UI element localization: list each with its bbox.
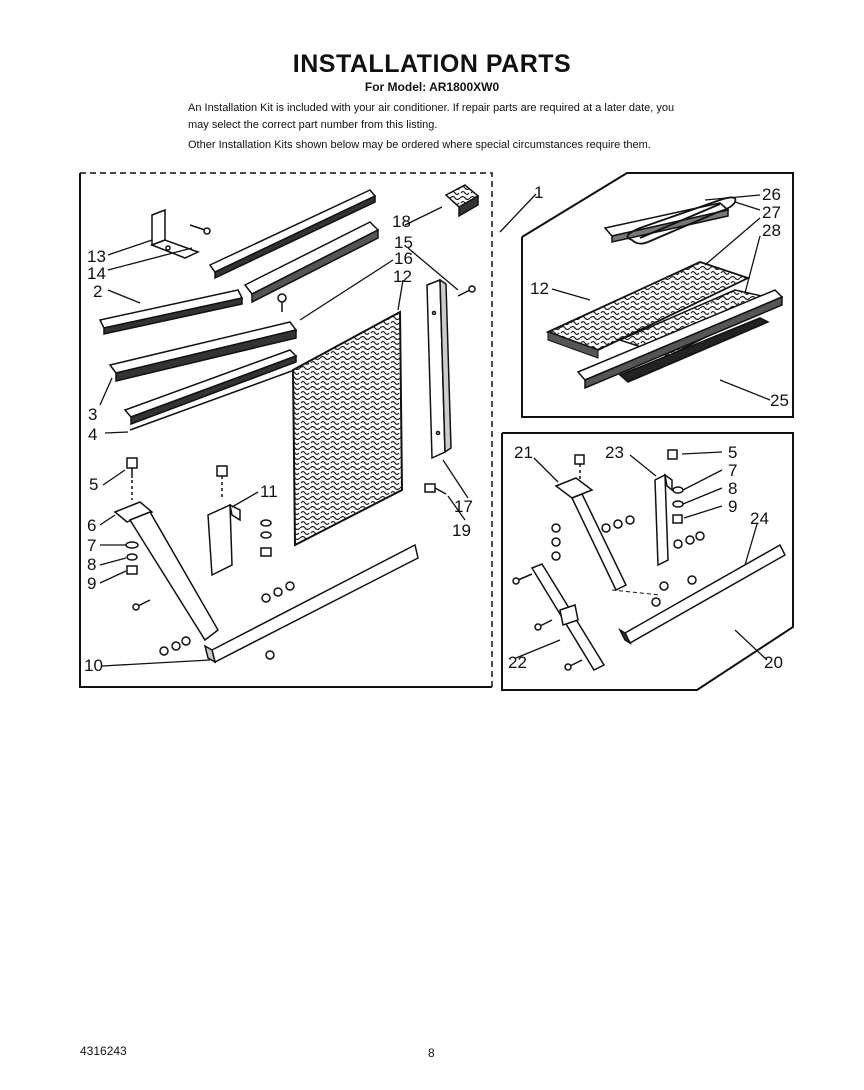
- page-number: 8: [428, 1046, 435, 1060]
- parts-7-8-9-hardware: [125, 541, 139, 575]
- screws-arm: [132, 599, 191, 656]
- bottom-right-labels: 21 23 5 7 8 9 24 22 20: [508, 443, 783, 672]
- part-13-bracket: [149, 208, 200, 259]
- part-4-rail: [123, 349, 298, 426]
- top-right-labels: 26 27 28 12 25: [530, 185, 789, 410]
- label-25: 25: [770, 391, 789, 410]
- part-21-bracket: [554, 454, 627, 592]
- bottom-right-leaders: [515, 451, 768, 661]
- label-9-right: 9: [728, 497, 737, 516]
- part-19-screw: [424, 483, 447, 495]
- part-16-channel: [243, 221, 380, 304]
- part-5-bolt: [126, 457, 138, 500]
- label-8-right: 8: [728, 479, 737, 498]
- screw-small: [277, 293, 287, 312]
- label-18: 18: [392, 212, 411, 231]
- main-labels: 13 14 2 3 4 5 6 7 8 9 10 11 12 15 16 17 …: [84, 212, 473, 675]
- label-6: 6: [87, 516, 96, 535]
- label-13: 13: [87, 247, 106, 266]
- label-22: 22: [508, 653, 527, 672]
- part-6-support-arm: [113, 501, 219, 642]
- label-14: 14: [87, 264, 106, 283]
- part-11-bracket: [207, 465, 295, 603]
- top-right-kit-frame: [521, 172, 794, 418]
- label-11: 11: [260, 482, 278, 501]
- label-27: 27: [762, 203, 781, 222]
- label-19: 19: [452, 521, 471, 540]
- label-1: 1: [534, 183, 543, 202]
- part-top-long-rail: [208, 189, 377, 280]
- label-4: 4: [88, 425, 97, 444]
- bottom-hardware: [512, 515, 697, 671]
- part-2-rail: [98, 289, 244, 335]
- label-3: 3: [88, 405, 97, 424]
- top-right-leaders: [551, 194, 771, 401]
- part-22-bracket: [530, 563, 606, 671]
- intro-paragraph-1: An Installation Kit is included with you…: [188, 102, 675, 131]
- part-4-rail-lower: [129, 367, 301, 431]
- label-16: 16: [394, 249, 413, 268]
- dashed-assembly-line: [611, 589, 661, 596]
- part-23-bracket: [654, 449, 705, 567]
- label-24: 24: [750, 509, 769, 528]
- label-21: 21: [514, 443, 533, 462]
- part-12-panel: [291, 310, 404, 547]
- main-kit-frame: [79, 172, 493, 688]
- intro-paragraph-2: Other Installation Kits shown below may …: [188, 139, 651, 151]
- main-leaders: [99, 206, 469, 667]
- document-number: 4316243: [80, 1044, 127, 1058]
- part-24-rail: [618, 543, 786, 645]
- part-10-sill-rail: [203, 543, 419, 664]
- model-subtitle: For Model: AR1800XW0: [364, 80, 500, 94]
- label-15: 15: [394, 233, 413, 252]
- label-12: 12: [393, 267, 412, 286]
- label-23: 23: [605, 443, 624, 462]
- label-28: 28: [762, 221, 781, 240]
- label-7: 7: [87, 536, 96, 555]
- part-3-channel: [108, 321, 298, 382]
- label-9: 9: [87, 574, 96, 593]
- part-18-foam-block: [444, 184, 480, 218]
- part-17-post: [426, 278, 452, 460]
- label-8: 8: [87, 555, 96, 574]
- label-7-right: 7: [728, 461, 737, 480]
- label-26: 26: [762, 185, 781, 204]
- label-10: 10: [84, 656, 103, 675]
- page-title: INSTALLATION PARTS: [292, 50, 572, 78]
- part-15-screw: [457, 285, 476, 297]
- label-5: 5: [89, 475, 98, 494]
- label-5-right: 5: [728, 443, 737, 462]
- part-25-channel: [576, 289, 784, 390]
- label-2: 2: [93, 282, 102, 301]
- label-12-right: 12: [530, 279, 549, 298]
- label-17: 17: [454, 497, 473, 516]
- bottom-right-kit-frame: [501, 432, 794, 691]
- kit-1-callout: 1: [499, 183, 543, 233]
- label-20: 20: [764, 653, 783, 672]
- part-14-screw: [189, 224, 211, 235]
